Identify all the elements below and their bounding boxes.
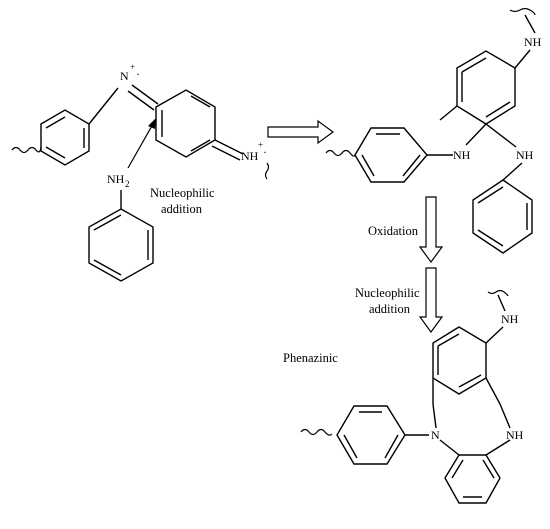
intermediate-left-ring [354,127,428,183]
wavy-bond-top [509,7,536,16]
intermediate-bottom-ring [472,179,533,254]
nh-plus-charge: + [258,140,263,150]
aniline-nh2-label: NH [107,172,125,186]
product-top-ring [432,326,487,395]
intermediate-central-ring [456,50,516,125]
wavy-bond-left [11,146,42,154]
aniline-nh2-subscript: 2 [125,179,130,189]
nh-plus-label: NH [241,149,259,163]
attack-arrowhead [148,118,156,129]
reaction-arrow-right [267,119,335,145]
nucleophilic-addition-label-1b: addition [161,202,203,216]
nucleophilic-addition-label-1a: Nucleophilic [150,186,215,200]
wavy-bond-right [264,162,270,180]
radical-dot-2: · [263,145,267,159]
intermediate-nh-top: NH [524,35,542,49]
wavy-bond-product-left [300,428,333,436]
nucleophilic-addition-label-2b: addition [369,302,411,316]
oxidation-label: Oxidation [368,224,419,238]
quinoid-ring [155,89,216,158]
product-phenyl-ring [336,405,406,465]
product-bottom-ring [444,454,501,504]
attack-arrow [127,123,154,169]
product-structure: NH N NH [300,289,524,504]
phenazinic-label: Phenazinic [283,351,338,365]
product-n-ring: N [431,428,440,442]
intermediate-nh-right: NH [516,148,534,162]
wavy-bond-product-top [487,289,509,297]
n-plus-label: N [120,69,129,83]
reactant-structure: N + · NH + · NH 2 Nucleophilic addition [11,62,270,282]
benzene-ring-1 [40,109,90,166]
product-nh-ring: NH [506,428,524,442]
n-plus-charge: + [130,62,135,72]
aniline-ring [88,208,154,282]
product-nh-top: NH [501,312,519,326]
intermediate-nh-left: NH [453,148,471,162]
reaction-arrow-down-2 [418,267,444,334]
wavy-bond-intermediate [325,149,356,157]
reaction-arrow-down-1 [418,196,444,264]
nucleophilic-addition-label-2a: Nucleophilic [355,286,420,300]
radical-dot-1: · [136,67,140,81]
intermediate-structure: NH NH NH [325,7,542,254]
